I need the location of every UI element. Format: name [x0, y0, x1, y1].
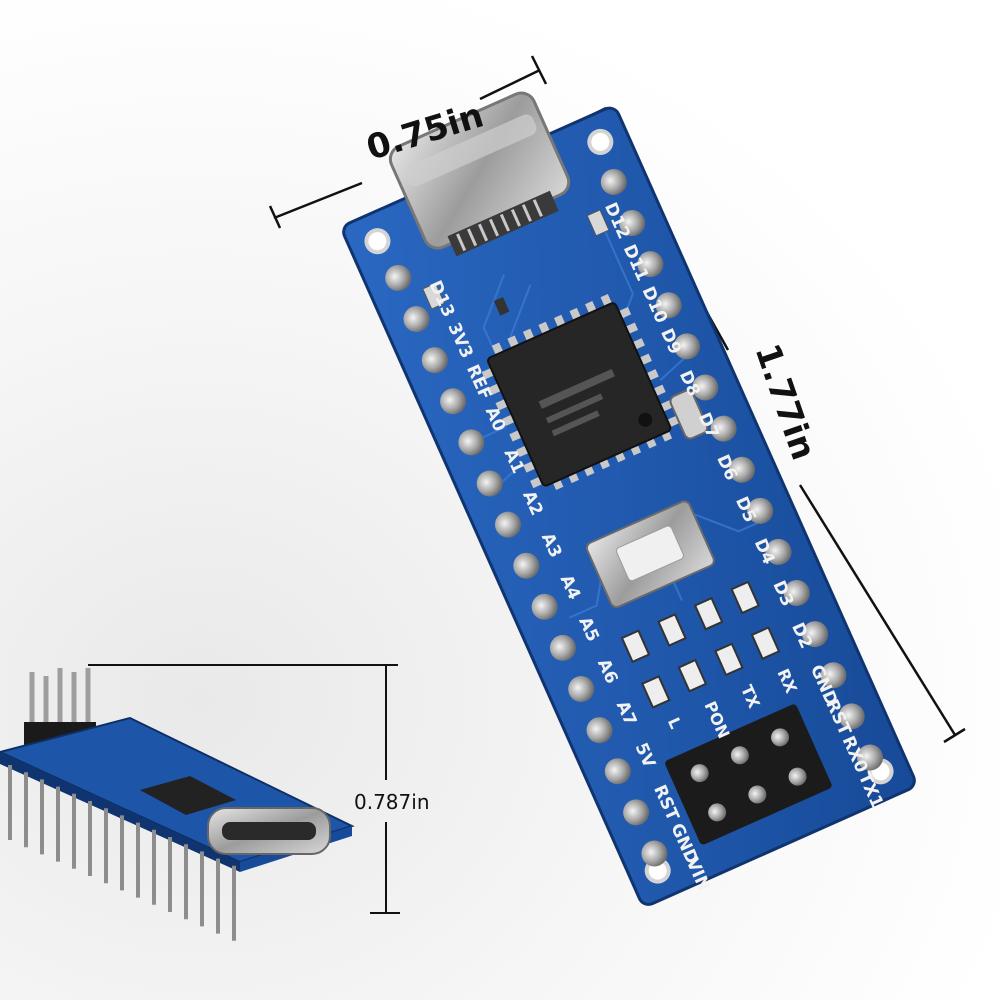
mounting-hole	[587, 128, 614, 155]
status-leds	[620, 580, 781, 709]
icsp-header	[665, 704, 832, 845]
pin-pad	[655, 292, 682, 319]
mounting-hole	[364, 228, 391, 255]
pin-pad	[421, 347, 448, 374]
pin-pad	[494, 511, 521, 538]
pin-pad	[641, 840, 668, 867]
arduino-nano-board: D13 3V3 REF A0 A1 A2 A3 A4 A5 A6 A7 5V R…	[342, 91, 916, 906]
pin-pad	[531, 593, 558, 620]
left-pin-header	[385, 264, 668, 867]
pin-pad	[619, 210, 646, 237]
pin-pad	[765, 538, 792, 565]
pin-pad	[710, 415, 737, 442]
pin-pad	[838, 703, 865, 730]
pin-pad	[728, 456, 755, 483]
pin-pad	[476, 470, 503, 497]
side-view-board	[0, 668, 355, 941]
pin-pad	[549, 634, 576, 661]
pin-pad	[783, 580, 810, 607]
pin-pad	[820, 662, 847, 689]
height-label: 0.787in	[354, 790, 430, 814]
pin-pad	[623, 799, 650, 826]
width-dimension-line	[268, 55, 548, 229]
pin-pad	[802, 621, 829, 648]
pin-pad	[403, 306, 430, 333]
pin-pad	[637, 251, 664, 278]
pin-pad	[604, 758, 631, 785]
reset-button	[585, 500, 715, 609]
usb-c-connector	[388, 91, 571, 257]
height-dimension-line	[88, 664, 400, 914]
pin-pad	[586, 717, 613, 744]
crystal	[669, 389, 709, 440]
pin-pad	[673, 333, 700, 360]
microcontroller-chip	[481, 294, 680, 491]
pin-pad	[440, 388, 467, 415]
pin-pad	[692, 374, 719, 401]
pin-pad	[385, 264, 412, 291]
pin-pad	[458, 429, 485, 456]
right-pin-header	[600, 168, 884, 771]
pin-pad	[747, 497, 774, 524]
pin-pad	[600, 168, 627, 195]
pin-pad	[857, 744, 884, 771]
pin-pad	[568, 676, 595, 703]
pin-pad	[513, 552, 540, 579]
